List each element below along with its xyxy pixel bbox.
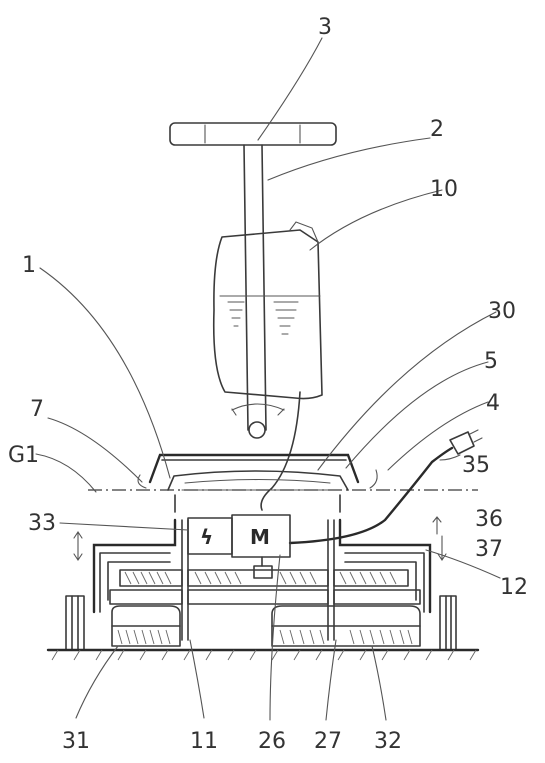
label-33: 33 [28,511,56,536]
floor-line [46,648,480,661]
movement-arrows [73,516,447,561]
handle-shaft [231,144,285,439]
motor-unit: M [231,514,291,579]
label-37: 37 [475,537,503,562]
label-2: 2 [430,117,444,142]
label-12: 12 [500,575,528,600]
label-3: 3 [318,15,332,40]
arrow-right-small [369,469,378,489]
label-36: 36 [475,507,503,532]
liquid-tank [212,221,323,400]
power-cable [288,429,483,545]
upper-brush-discs [119,569,409,587]
electronics-symbol: ϟ [200,525,213,549]
label-30: 30 [488,299,516,324]
label-5: 5 [484,349,498,374]
leader-lines [35,37,501,721]
internal-cable [260,391,301,511]
reference-numerals: 3 2 10 1 30 5 7 4 G1 35 33 36 37 12 31 1… [8,15,528,754]
label-27: 27 [314,729,342,754]
arrow-left-small [137,474,147,489]
label-26: 26 [258,729,286,754]
electronics-unit: ϟ [187,517,233,555]
label-35: 35 [462,453,490,478]
label-10: 10 [430,177,458,202]
handle-grip [169,122,337,146]
label-11: 11 [190,729,218,754]
label-1: 1 [22,253,36,278]
cover-housing [148,453,360,513]
label-4: 4 [486,391,500,416]
label-7: 7 [30,397,44,422]
side-feet [65,595,457,651]
label-31: 31 [62,729,90,754]
label-g1: G1 [8,443,39,468]
motor-symbol: M [250,525,270,549]
middle-discs [109,589,421,605]
label-32: 32 [374,729,402,754]
bottom-brushes [111,605,421,647]
